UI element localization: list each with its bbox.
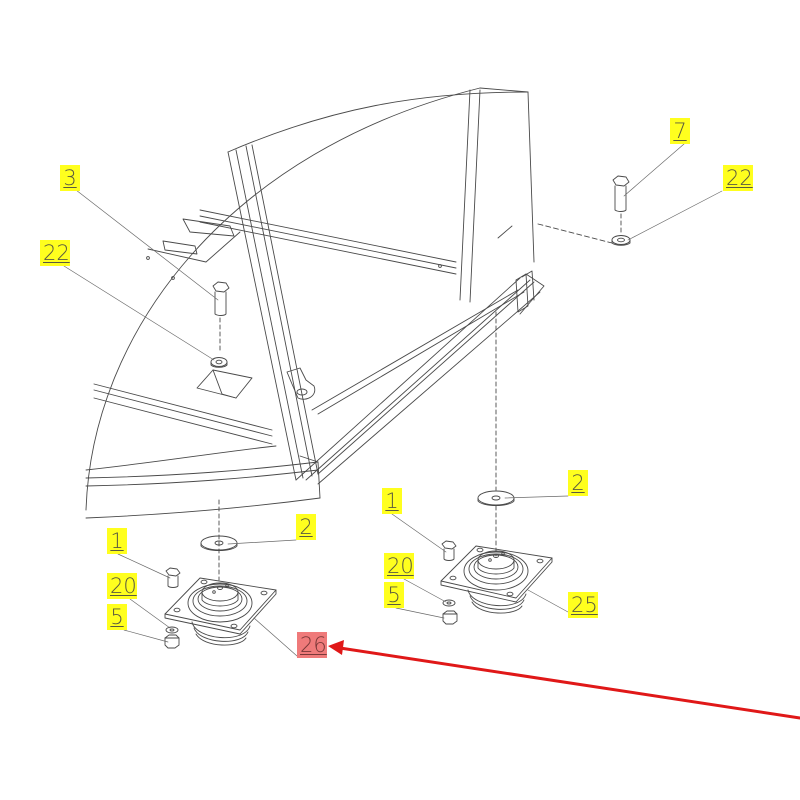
bolt-foot-right: [441, 540, 457, 561]
cabinet-body: [85, 87, 545, 519]
washer-top-left: [210, 357, 228, 368]
callout-5: 5: [384, 582, 404, 608]
antivibration-foot-left: [164, 577, 277, 646]
leader-lines: [63, 143, 723, 657]
callout-1: 1: [107, 528, 127, 554]
callout-2: 2: [296, 514, 316, 540]
antivibration-foot-right: [440, 545, 553, 614]
washer-foot-right: [477, 490, 515, 506]
washer-top-right: [611, 235, 631, 246]
callout-22: 22: [40, 240, 70, 266]
washer-small-left: [165, 626, 179, 634]
callout-20: 20: [107, 573, 137, 599]
callout-26-highlighted: 26: [297, 632, 327, 658]
callout-5: 5: [107, 604, 127, 630]
nut-right: [442, 610, 458, 625]
bolt-top-right: [612, 175, 630, 212]
callout-20: 20: [384, 553, 414, 579]
callout-3: 3: [60, 165, 80, 191]
callout-7: 7: [670, 118, 690, 144]
nut-left: [164, 634, 180, 649]
bolt-top-left: [212, 281, 230, 316]
callout-22: 22: [723, 165, 753, 191]
annotation-arrow: [328, 640, 800, 720]
bolt-foot-left: [165, 567, 181, 588]
callout-2: 2: [568, 470, 588, 496]
washer-foot-left: [200, 535, 238, 551]
washer-small-right: [442, 599, 456, 607]
callout-1: 1: [382, 488, 402, 514]
callout-25: 25: [568, 592, 598, 618]
